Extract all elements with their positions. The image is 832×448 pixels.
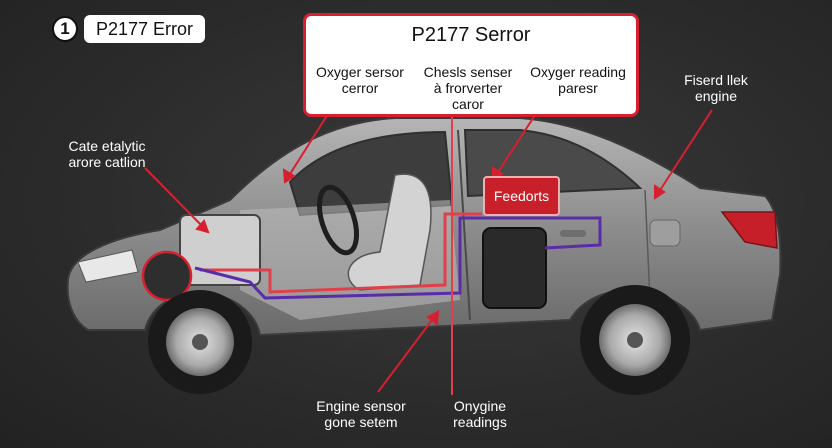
info-box-title: P2177 Serror xyxy=(411,24,531,46)
step-number: 1 xyxy=(52,16,78,42)
catalytic-callout: Cate etalytic arore catlion xyxy=(68,138,146,170)
oxygen-reading-label: Oxyger reading paresr xyxy=(530,64,626,96)
arrow-catalytic xyxy=(144,167,210,234)
fuel-door xyxy=(649,219,681,247)
oxygen-sensor-error-label: Oxyger sersor cerror xyxy=(316,64,404,96)
steering-wheel xyxy=(317,184,359,256)
oxygen-readings-callout: Onygine readings xyxy=(453,398,507,430)
engine-sensor-callout: Engine sensor gone setem xyxy=(316,398,406,430)
fuel-tank xyxy=(482,227,547,309)
headlight xyxy=(77,249,139,283)
rear-wheel xyxy=(580,285,690,395)
door-handle xyxy=(560,230,586,237)
error-badge: 1 P2177 Error xyxy=(52,14,206,44)
front-wheel xyxy=(148,290,252,394)
rear-door-line xyxy=(644,189,651,301)
leak-callout: Fiserd llek engine xyxy=(684,72,748,104)
error-title: P2177 Error xyxy=(84,15,206,43)
feedback-box: Feedorts xyxy=(483,176,560,216)
error-info-box: P2177 Serror xyxy=(303,13,639,117)
arrow-leak xyxy=(654,109,713,200)
tail-light xyxy=(720,211,778,249)
converter-label: Chesls senser à frorverter caror xyxy=(423,64,513,112)
wire-purple xyxy=(194,216,602,300)
oxygen-sensor-ring xyxy=(141,250,193,302)
arrow-engine-sensor xyxy=(377,310,440,393)
engine-block xyxy=(179,214,261,286)
door-line xyxy=(457,129,471,321)
